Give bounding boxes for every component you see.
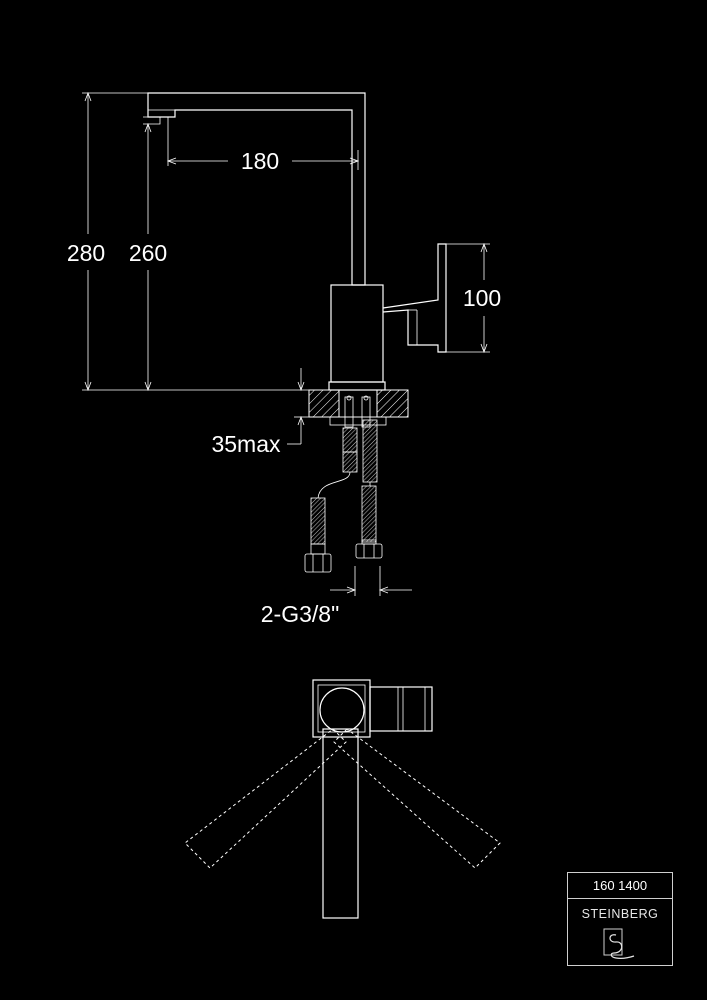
spout-plan [322, 728, 359, 919]
side-elevation-view: 280 260 180 100 35max 2-G3/8" [67, 91, 501, 627]
countertop-right [376, 389, 409, 418]
title-block: 160 1400 STEINBERG [567, 872, 673, 966]
hose-right [362, 419, 378, 483]
spout-outline [147, 92, 366, 286]
dim-connection-thread: 2-G3/8" [261, 601, 339, 627]
handle-plan [369, 686, 433, 732]
hose-left-lower [342, 451, 358, 473]
mixer-body [330, 284, 384, 383]
hose-left-flex [310, 497, 326, 545]
dim-counter-thickness: 35max [211, 431, 281, 457]
steinberg-logo-icon [603, 928, 635, 959]
dim-handle-height: 100 [463, 285, 501, 311]
aerator-outline [143, 116, 161, 125]
spout-swing-left [184, 728, 347, 869]
base-collar [328, 381, 386, 391]
lever-handle [382, 243, 447, 353]
countertop-left [308, 389, 340, 418]
hose-nut-left [304, 553, 332, 573]
spout-swing-right [333, 728, 501, 869]
product-code: 160 1400 [568, 873, 672, 899]
hose-nut-right [355, 543, 383, 559]
body-plan-circle [319, 687, 365, 733]
brand-name: STEINBERG [581, 907, 659, 921]
dim-spout-height: 260 [129, 240, 167, 266]
plan-view [184, 679, 501, 919]
dim-total-height: 280 [67, 240, 105, 266]
hose-right-flex [361, 485, 377, 543]
hose-left-upper [342, 427, 358, 453]
dim-spout-reach: 180 [241, 148, 279, 174]
